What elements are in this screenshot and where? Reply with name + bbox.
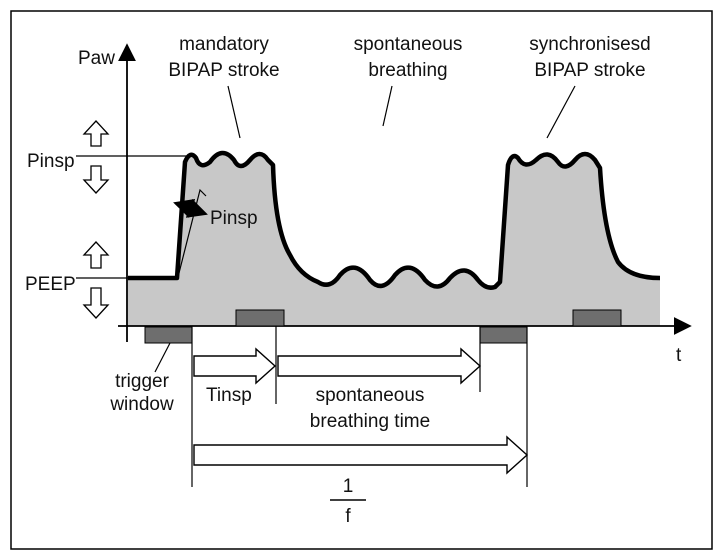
trigger-window-box: [479, 326, 528, 344]
spontaneous-leader-line: [382, 85, 393, 127]
mandatory-leader-line: [227, 85, 241, 139]
pinsp-adjust-down-icon: [82, 165, 110, 194]
y-axis-label: Paw: [78, 48, 115, 69]
ramp-slope-indicator: [173, 188, 208, 278]
synchronised-callout-line2: BIPAP stroke: [534, 60, 645, 81]
pinsp-label: Pinsp: [27, 151, 75, 172]
trigger-window-label-line1: trigger: [115, 371, 170, 392]
tinsp-arrow: [193, 347, 277, 385]
period-denominator: f: [345, 506, 351, 527]
pressure-fill-area: [128, 152, 660, 326]
spontaneous-callout-line2: breathing: [368, 60, 447, 81]
x-axis-label: t: [676, 345, 682, 366]
spontaneous-time-arrow: [277, 347, 482, 385]
peep-adjust-down-icon: [82, 287, 110, 319]
tinsp-label: Tinsp: [206, 385, 252, 406]
peep-label: PEEP: [25, 274, 76, 295]
trigger-window-box: [144, 326, 193, 344]
pinsp-adjust-up-icon: [82, 120, 110, 147]
pinsp-ramp-label: Pinsp: [210, 208, 258, 229]
trigger-window-box: [572, 309, 622, 327]
mandatory-callout-line2: BIPAP stroke: [168, 60, 279, 81]
spontaneous-callout-line1: spontaneous: [354, 34, 463, 55]
trigger-window-box: [235, 309, 285, 327]
peep-adjust-up-icon: [82, 241, 110, 269]
spontaneous-time-label-line1: spontaneous: [316, 385, 425, 406]
period-numerator: 1: [343, 476, 354, 497]
period-arrow: [193, 435, 529, 475]
trigger-window-label-line2: window: [109, 394, 174, 415]
pressure-curve: [128, 150, 661, 290]
frame: [10, 10, 713, 550]
mandatory-callout-line1: mandatory: [179, 34, 269, 55]
spontaneous-time-label-line2: breathing time: [310, 411, 430, 432]
synchronised-callout-line1: synchronisesd: [529, 34, 650, 55]
synchronised-leader-line: [546, 85, 576, 139]
trigger-leader-line: [154, 342, 171, 373]
